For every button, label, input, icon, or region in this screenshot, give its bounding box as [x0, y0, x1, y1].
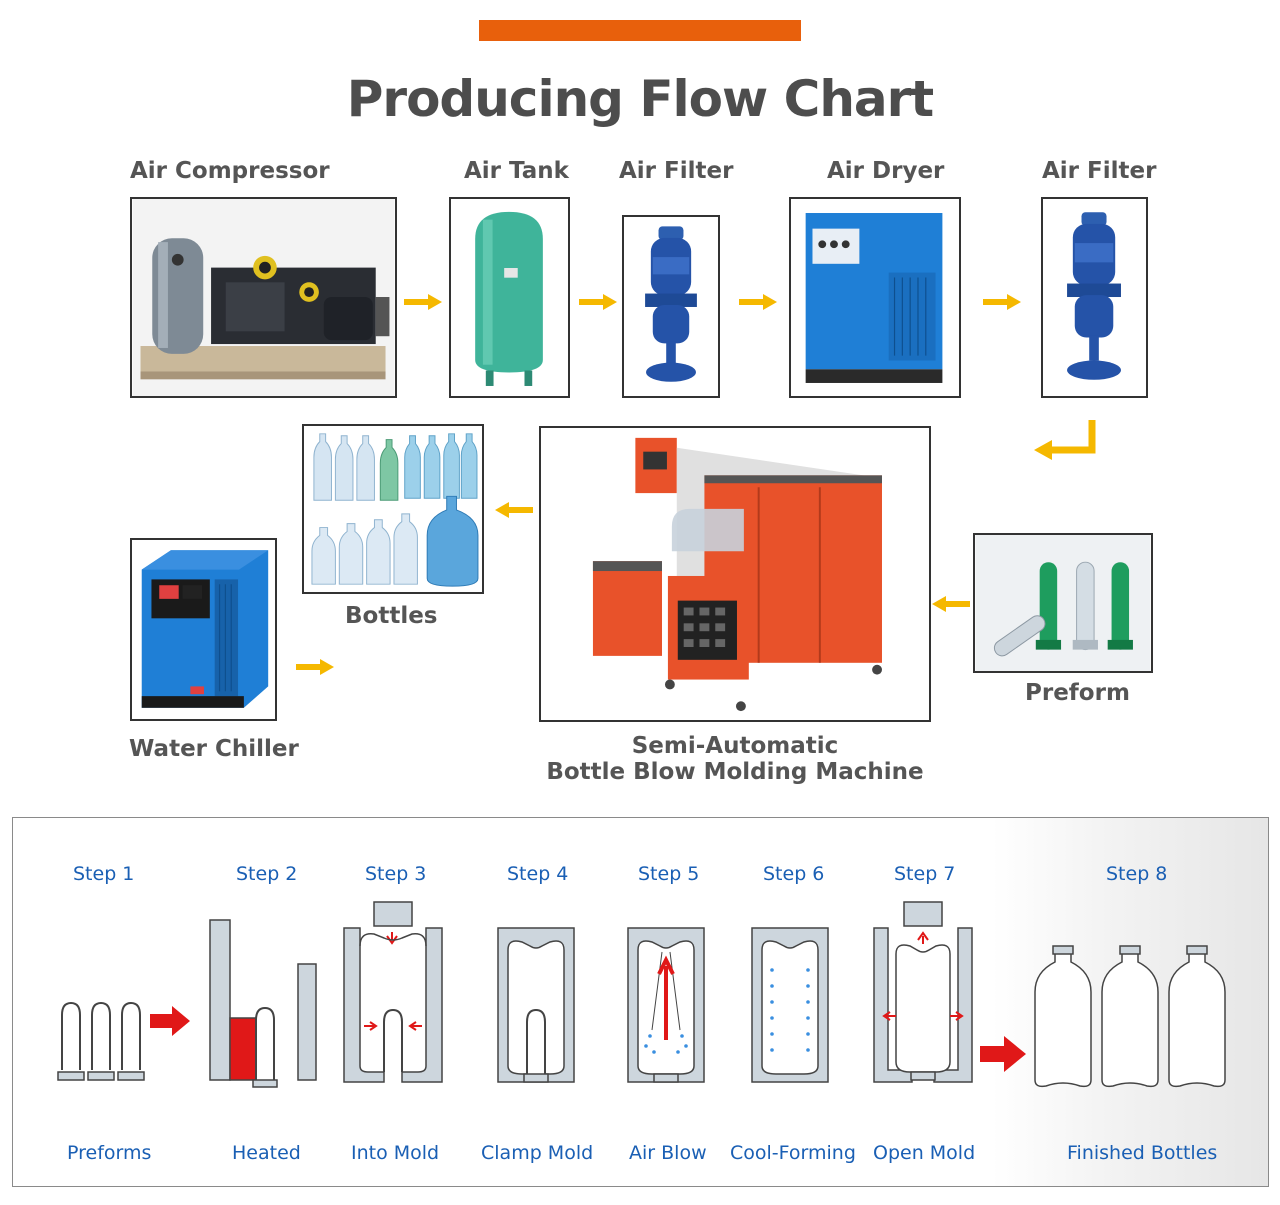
step-2-label: Step 2: [236, 863, 298, 885]
page-title: Producing Flow Chart: [346, 70, 934, 128]
clamp-mold-drawing: [497, 927, 575, 1083]
blow-molding-machine-image: [539, 426, 931, 722]
step-8-label: Step 8: [1106, 863, 1168, 885]
step-4-label: Step 4: [507, 863, 569, 885]
caption-clamp-mold: Clamp Mold: [481, 1142, 594, 1164]
air-blow-drawing: [627, 927, 705, 1083]
flow-arrow-4: [981, 292, 1023, 312]
air-tank-image: [449, 197, 570, 398]
air-filter-2-image: [1041, 197, 1148, 398]
label-air-dryer: Air Dryer: [827, 158, 945, 184]
bottles-image: [302, 424, 484, 594]
step-1-label: Step 1: [73, 863, 135, 885]
preforms-drawing: [61, 1001, 141, 1070]
label-air-filter-2: Air Filter: [1042, 158, 1157, 184]
step-7-label: Step 7: [894, 863, 956, 885]
flow-arrow-6: [493, 500, 535, 520]
caption-open-mold: Open Mold: [873, 1142, 976, 1164]
open-mold-drawing: [873, 901, 973, 1083]
caption-air-blow: Air Blow: [629, 1142, 707, 1164]
caption-finished-bottles: Finished Bottles: [1067, 1142, 1218, 1164]
air-filter-1-image: [622, 215, 720, 398]
preform-image: [973, 533, 1153, 673]
flow-arrow-3: [737, 292, 779, 312]
arrow-to-heat-icon: [150, 1006, 190, 1036]
step-6-label: Step 6: [763, 863, 825, 885]
flow-arrow-down-left: [1030, 418, 1102, 470]
header-accent-bar: [479, 20, 801, 41]
caption-preforms: Preforms: [67, 1142, 152, 1164]
label-machine-line-1: Semi-Automatic: [631, 733, 839, 759]
label-air-compressor: Air Compressor: [130, 158, 330, 184]
caption-heated: Heated: [232, 1142, 301, 1164]
arrow-to-finished-icon: [980, 1036, 1026, 1072]
label-water-chiller: Water Chiller: [129, 736, 299, 762]
caption-cool-forming: Cool-Forming: [730, 1142, 856, 1164]
into-mold-drawing: [343, 901, 443, 1083]
process-illustration: [12, 890, 1269, 1110]
caption-into-mold: Into Mold: [351, 1142, 440, 1164]
flow-arrow-1: [402, 292, 444, 312]
finished-bottles-drawing: [1034, 951, 1226, 1088]
cool-forming-drawing: [751, 927, 829, 1083]
flow-arrow-2: [577, 292, 619, 312]
water-chiller-image: [130, 538, 277, 721]
label-machine-line-2: Bottle Blow Molding Machine: [546, 759, 924, 785]
heated-drawing: [209, 919, 317, 1088]
step-5-label: Step 5: [638, 863, 700, 885]
step-3-label: Step 3: [365, 863, 427, 885]
flow-arrow-5: [930, 594, 972, 614]
label-air-tank: Air Tank: [464, 158, 569, 184]
air-dryer-image: [789, 197, 961, 398]
air-compressor-image: [130, 197, 397, 398]
label-bottles: Bottles: [345, 603, 438, 629]
flow-arrow-7: [294, 657, 336, 677]
label-air-filter-1: Air Filter: [619, 158, 734, 184]
label-preform: Preform: [1025, 680, 1130, 706]
